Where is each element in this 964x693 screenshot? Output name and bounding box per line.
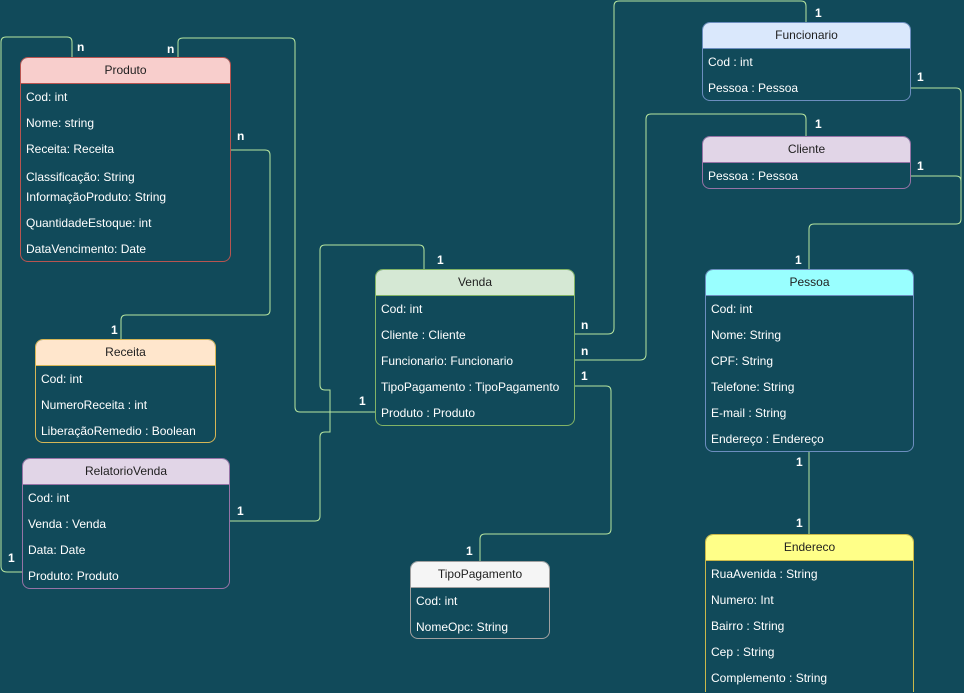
attribute: Pessoa : Pessoa: [708, 81, 799, 95]
attribute: Funcionario: Funcionario: [381, 354, 514, 368]
attribute: Cod: int: [381, 302, 423, 316]
cardinality-label: 1: [795, 253, 802, 267]
attribute: Produto : Produto: [381, 406, 476, 420]
attribute: Venda : Venda: [28, 517, 107, 531]
attribute: Cod: int: [28, 491, 70, 505]
attribute: Cod: int: [41, 372, 83, 386]
entity-venda[interactable]: Venda Cod: int Cliente : Cliente Funcion…: [375, 269, 575, 426]
entity-title: RelatorioVenda: [23, 459, 229, 485]
attribute: Nome: string: [26, 116, 95, 130]
cardinality-label: 1: [466, 544, 473, 558]
attribute: Endereço : Endereço: [711, 432, 824, 446]
edge-venda-funcionario[interactable]: [575, 0, 807, 335]
cardinality-label: 1: [359, 394, 366, 408]
cardinality-label: n: [167, 42, 175, 56]
edge-produto-receita[interactable]: [120, 149, 271, 340]
attribute: NumeroReceita : int: [41, 398, 148, 412]
attribute: Produto: Produto: [28, 569, 119, 583]
attribute: Cod : int: [708, 55, 753, 69]
edge-cliente-pessoa[interactable]: [911, 175, 962, 219]
entity-title: Pessoa: [706, 270, 913, 296]
cardinality-label: 1: [581, 369, 588, 383]
entity-title: Receita: [36, 340, 215, 366]
attribute: Pessoa : Pessoa: [708, 169, 799, 183]
cardinality-label: 1: [815, 6, 822, 20]
attribute: Cod: int: [26, 90, 68, 104]
attribute: Complemento : String: [711, 671, 828, 685]
cardinality-label: 1: [237, 504, 244, 518]
entity-produto[interactable]: Produto Cod: int Nome: string Receita: R…: [20, 57, 231, 262]
attribute: LiberaçãoRemedio : Boolean: [41, 424, 196, 438]
edge-venda-tipopagamento[interactable]: [479, 385, 612, 562]
edge-produto-relatoriovenda[interactable]: [0, 36, 73, 573]
cardinality-label: 1: [796, 455, 803, 469]
attribute: Classificação: String: [26, 170, 135, 184]
cardinality-label: n: [581, 344, 589, 358]
attribute: Numero: Int: [711, 593, 774, 607]
entity-pessoa[interactable]: Pessoa Cod: int Nome: String CPF: String…: [705, 269, 914, 452]
edge-venda-cliente[interactable]: [575, 113, 807, 361]
cardinality-label: n: [77, 40, 85, 54]
attribute: TipoPagamento : TipoPagamento: [381, 380, 560, 394]
attribute: Cliente : Cliente: [381, 328, 466, 342]
edge-produto-venda[interactable]: [177, 37, 375, 413]
entity-title: Venda: [376, 270, 574, 296]
attribute: NomeOpc: String: [416, 620, 509, 634]
entity-title: Produto: [21, 58, 230, 84]
attribute: Nome: String: [711, 328, 782, 342]
cardinality-label: 1: [111, 323, 118, 337]
entity-relatoriovenda[interactable]: RelatorioVenda Cod: int Venda : Venda Da…: [22, 458, 230, 589]
cardinality-label: n: [237, 129, 245, 143]
entity-title: TipoPagamento: [411, 562, 549, 588]
attribute: Cep : String: [711, 645, 775, 659]
edge-funcionario-pessoa[interactable]: [808, 87, 962, 270]
entity-title: Funcionario: [703, 23, 910, 49]
entity-receita[interactable]: Receita Cod: int NumeroReceita : int Lib…: [35, 339, 216, 443]
edge-venda-relatoriovenda[interactable]: [230, 244, 425, 522]
entity-title: Endereco: [706, 535, 913, 561]
cardinality-label: 1: [917, 159, 924, 173]
attribute: Telefone: String: [711, 380, 795, 394]
cardinality-label: 1: [796, 516, 803, 530]
cardinality-label: 1: [815, 117, 822, 131]
cardinality-label: 1: [8, 551, 15, 565]
entity-endereco[interactable]: Endereco RuaAvenida : String Numero: Int…: [705, 534, 914, 692]
attribute: E-mail : String: [711, 406, 787, 420]
attribute: CPF: String: [711, 354, 774, 368]
attribute: Bairro : String: [711, 619, 785, 633]
entity-funcionario[interactable]: Funcionario Cod : int Pessoa : Pessoa: [702, 22, 911, 101]
cardinality-label: 1: [437, 253, 444, 267]
attribute: Cod: int: [711, 302, 753, 316]
attribute: RuaAvenida : String: [711, 567, 818, 581]
entity-tipopagamento[interactable]: TipoPagamento Cod: int NomeOpc: String: [410, 561, 550, 639]
attribute: InformaçãoProduto: String: [26, 190, 167, 204]
entity-title: Cliente: [703, 137, 910, 163]
cardinality-label: n: [581, 318, 589, 332]
attribute: QuantidadeEstoque: int: [26, 216, 152, 230]
attribute: Data: Date: [28, 543, 86, 557]
attribute: DataVencimento: Date: [26, 242, 147, 256]
attribute: Receita: Receita: [26, 142, 115, 156]
entity-cliente[interactable]: Cliente Pessoa : Pessoa: [702, 136, 911, 189]
attribute: Cod: int: [416, 594, 458, 608]
cardinality-label: 1: [917, 70, 924, 84]
